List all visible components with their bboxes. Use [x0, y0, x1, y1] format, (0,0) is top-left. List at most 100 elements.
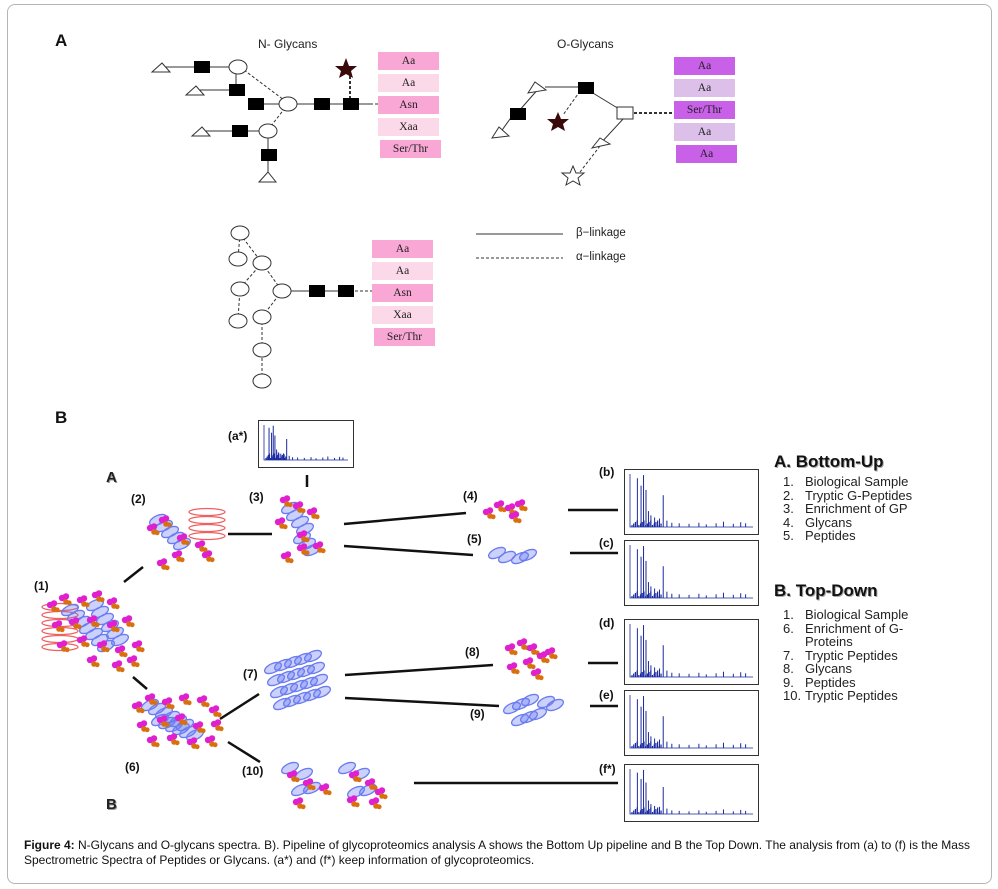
glycan-core-icon	[166, 522, 172, 528]
glycan-sugar-icon	[150, 735, 158, 742]
glycan-sugar-icon	[290, 770, 298, 777]
glycan-core-icon	[129, 622, 135, 628]
spectrum-label-f-star: (f*)	[599, 762, 616, 776]
bottom-up-title: A. Bottom-Up	[774, 452, 884, 471]
glycan-sugar-icon	[278, 517, 286, 524]
glycan-core-icon	[538, 675, 544, 681]
star-icon	[335, 58, 357, 78]
amino-acid-box: Aa	[372, 262, 433, 280]
glycan-core-icon	[114, 604, 120, 610]
glycan-sugar-icon	[162, 515, 170, 522]
glycan-sugar-icon	[80, 595, 88, 602]
glycan-sugar-icon	[165, 697, 173, 704]
legend-list-item: 1.Biological Sample	[783, 608, 908, 622]
glycan-core-icon	[300, 508, 306, 514]
glycan-core-icon	[114, 627, 120, 633]
panel-b-label: B	[55, 408, 68, 427]
glycan-sugar-icon	[196, 721, 204, 728]
spectrum-axis	[629, 695, 753, 749]
glycan-sugar-icon	[296, 797, 304, 804]
glycan-core-icon	[154, 530, 160, 536]
o-glycans-title: O-Glycans	[557, 37, 614, 51]
protein-loop-icon	[536, 695, 556, 709]
glycan-sugar-icon	[510, 662, 518, 669]
square-icon	[510, 82, 634, 120]
glycan-sugar-icon	[90, 655, 98, 662]
legend-list-item: 7.Tryptic Peptides	[783, 648, 908, 663]
glycan-core-icon	[169, 704, 175, 710]
top-down-title: B. Top-Down	[774, 581, 878, 600]
glycan-sugar-icon	[352, 770, 360, 777]
square-icon	[194, 61, 359, 161]
protein-red-loop-icon	[188, 515, 226, 525]
glycan-sugar-icon	[372, 797, 380, 804]
circle-icon	[228, 59, 298, 139]
amino-acid-box: Aa	[674, 123, 735, 141]
glycan-core-icon	[182, 720, 188, 726]
glycan-sugar-icon	[115, 660, 123, 667]
glycan-sugar-icon	[160, 558, 168, 565]
legend-list-item: 8.Glycans	[783, 662, 908, 676]
open-star-icon	[560, 164, 586, 187]
glycan-core-icon	[122, 652, 128, 658]
panel-a-label: A	[55, 31, 68, 50]
legend-list-item: 3.Enrichment of GP	[783, 502, 912, 516]
glycan-sugar-icon	[50, 600, 58, 607]
caption-text: N-Glycans and O-glycans spectra. B). Pip…	[24, 838, 970, 867]
glycan-core-icon	[294, 777, 300, 783]
protein-loop-icon	[309, 673, 329, 687]
list-item-number: 1.	[783, 474, 794, 489]
protein-loop-icon	[545, 698, 565, 712]
glycan-core-icon	[119, 667, 125, 673]
glycan-core-icon	[64, 647, 70, 653]
glycan-core-icon	[522, 506, 528, 512]
glycan-sugar-icon	[316, 541, 324, 548]
glycan-core-icon	[174, 740, 180, 746]
protein-red-loop-icon	[41, 634, 79, 644]
list-item-text: Tryptic G-Peptides	[805, 487, 913, 503]
spectrum-d	[624, 619, 759, 685]
glycan-sugar-icon	[140, 720, 148, 727]
protein-loop-icon	[528, 707, 548, 721]
glycan-core-icon	[194, 744, 200, 750]
glycan-sugar-icon	[175, 550, 183, 557]
spectrum-label-b: (b)	[599, 465, 615, 479]
list-item-text: Peptides	[805, 528, 856, 543]
figure-caption: Figure 4: N-Glycans and O-glycans spectr…	[24, 838, 984, 868]
amino-acid-box: Ser/Thr	[374, 328, 435, 346]
glycan-sugar-icon	[518, 499, 526, 506]
glycan-core-icon	[200, 728, 206, 734]
glycan-core-icon	[139, 647, 145, 653]
glycan-sugar-icon	[214, 719, 222, 726]
glycan-sugar-icon	[378, 787, 386, 794]
protein-loop-icon	[306, 661, 326, 675]
protein-loop-icon	[518, 548, 538, 562]
glycan-sugar-icon	[200, 695, 208, 702]
list-item-text: Biological Sample	[805, 607, 909, 622]
square-icon	[309, 285, 354, 297]
spectrum-b	[624, 469, 759, 535]
legend-list-item: 10.Tryptic Peptides	[783, 689, 908, 703]
step-label-9: (9)	[470, 707, 485, 721]
glycan-core-icon	[310, 785, 316, 791]
glycan-sugar-icon	[534, 668, 542, 675]
spectrum-label-c: (c)	[599, 536, 614, 550]
spectrum-e	[624, 690, 759, 756]
caption-prefix: Figure 4:	[24, 838, 75, 852]
glycan-core-icon	[372, 785, 378, 791]
glycan-sugar-icon	[80, 635, 88, 642]
glycan-core-icon	[164, 565, 170, 571]
list-item-number: 9.	[783, 674, 794, 690]
glycan-core-icon	[544, 658, 550, 664]
list-item-text: Enrichment of G-	[805, 620, 904, 636]
glycan-sugar-icon	[60, 640, 68, 647]
glycan-core-icon	[104, 647, 110, 653]
spectrum-axis	[629, 769, 753, 815]
glycan-core-icon	[84, 602, 90, 608]
glycan-sugar-icon	[212, 705, 220, 712]
glycan-sugar-icon	[208, 735, 216, 742]
spectrum-a-star	[258, 420, 354, 468]
spectrum-label-e: (e)	[599, 688, 614, 702]
